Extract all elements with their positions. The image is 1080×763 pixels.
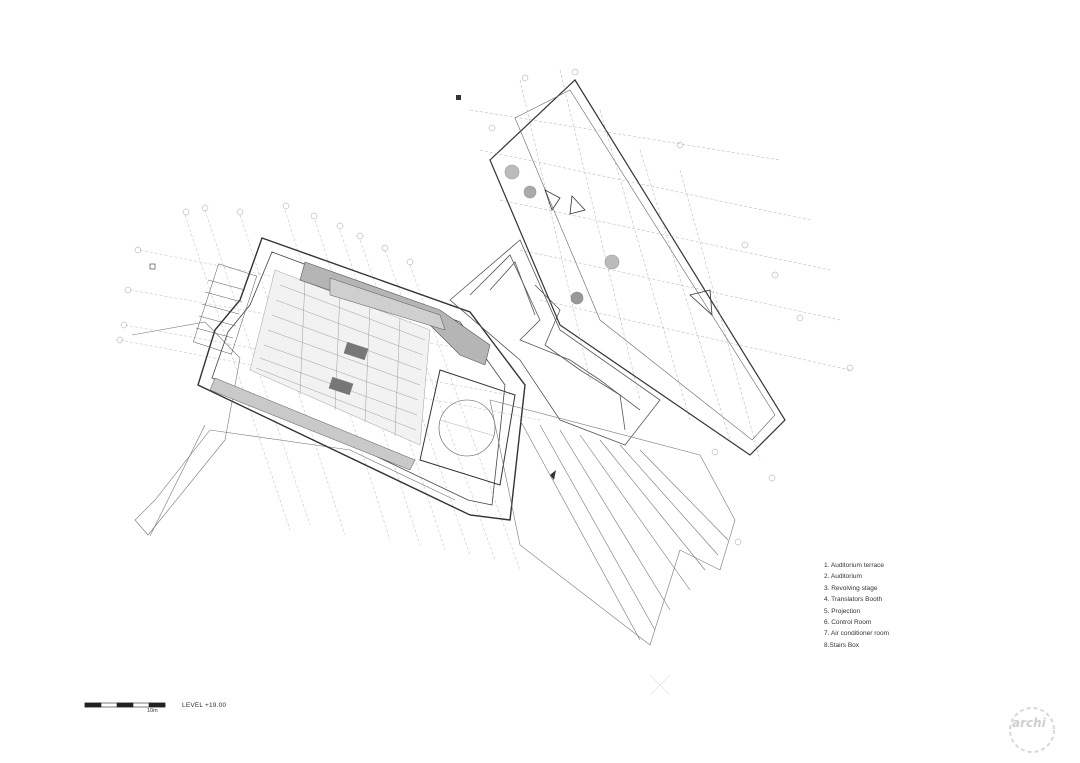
legend-item: 5. Projection [824,607,861,615]
site-outline-inner [209,429,456,501]
tree-icon [570,291,584,305]
north-arrow [550,470,556,480]
legend-item: 7. Air conditioner room [824,630,890,638]
legend-item: 3. Revolving stage [824,584,878,592]
north-wing-grid [469,69,851,461]
north-wing [489,79,786,456]
tree-icon [604,254,620,270]
scale-bar-label: 10m [147,708,158,714]
legend: 1. Auditorium terrace 2. Auditorium 3. R… [824,560,889,651]
stage-circle [438,399,496,457]
tree-icon [523,185,537,199]
truss-bridge [449,239,661,446]
site-outline [131,321,241,536]
revolving-stage [419,369,516,486]
legend-item: 6. Control Room [824,619,872,627]
auditorium-building [197,237,526,521]
scale-bar [84,702,166,708]
legend-item: 2. Auditorium [824,573,862,581]
legend-item: 8.Stairs Box [824,641,860,649]
tree-icon [504,164,520,180]
grid-bubbles [116,68,854,546]
auditorium-seating [249,269,431,446]
stairs-box [192,263,258,355]
watermark-text: archi [1012,716,1046,730]
level-label: LEVEL +19.00 [182,702,227,709]
watermark-logo [1009,707,1055,753]
legend-item: 1. Auditorium terrace [824,562,884,569]
plaza-ramp [489,399,736,646]
legend-item: 4. Translators Booth [824,596,883,604]
